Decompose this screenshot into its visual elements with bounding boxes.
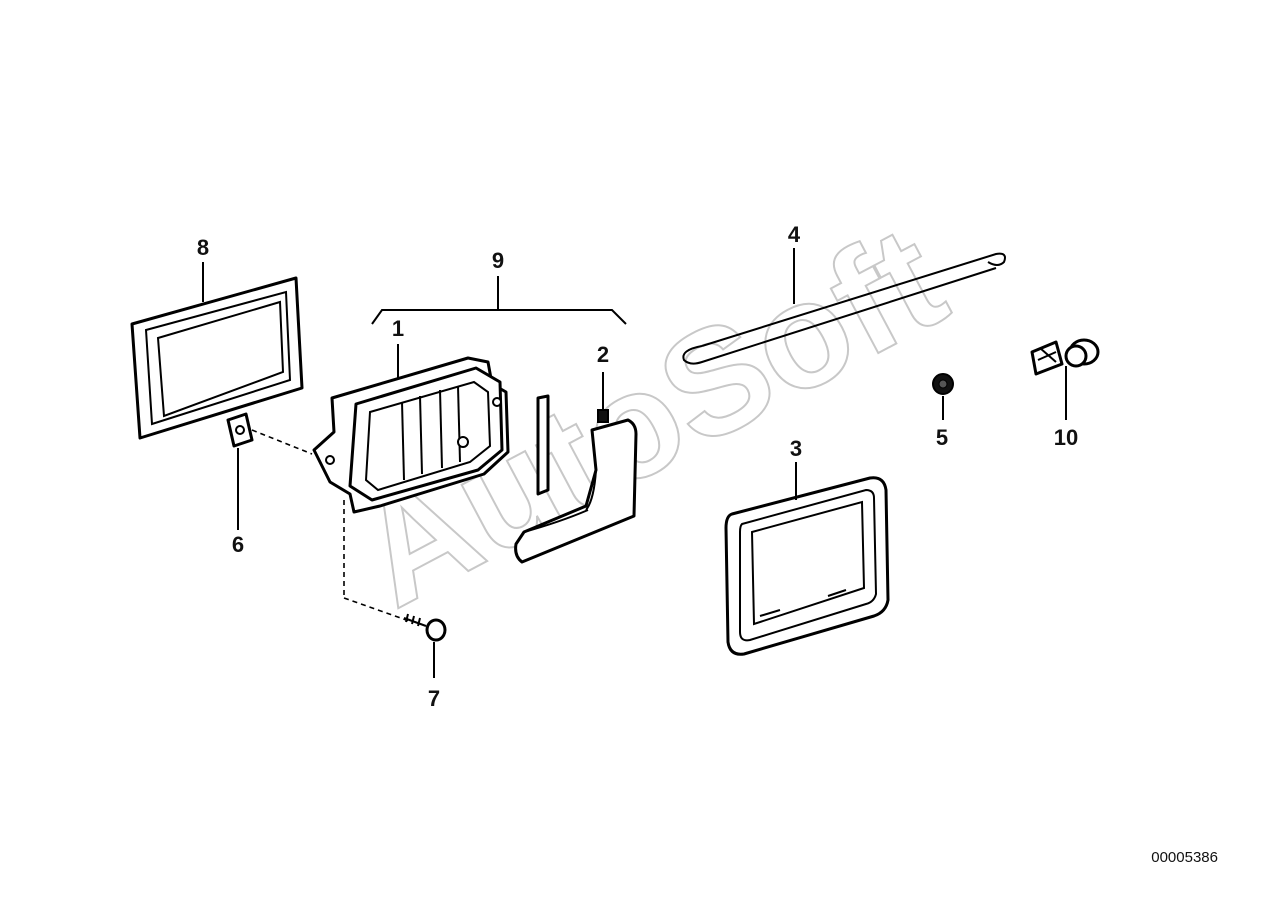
callout-9: 9 xyxy=(492,248,504,273)
part-8-frame xyxy=(130,262,304,440)
callout-10: 10 xyxy=(1054,425,1078,450)
callout-1: 1 xyxy=(392,316,404,341)
part-2-bracket xyxy=(514,372,638,564)
part-4-rod xyxy=(682,248,1006,365)
part-1-housing xyxy=(312,344,510,514)
part-5-grommet xyxy=(932,373,954,420)
callout-5: 5 xyxy=(936,425,948,450)
part-strip xyxy=(536,394,550,496)
callout-3: 3 xyxy=(790,436,802,461)
part-3-trim-frame xyxy=(724,462,890,656)
reference-number: 00005386 xyxy=(1151,849,1218,866)
group-9-bracket xyxy=(371,276,627,325)
callout-8: 8 xyxy=(197,235,209,260)
callout-7: 7 xyxy=(428,686,440,711)
callout-2: 2 xyxy=(597,342,609,367)
part-7-screw xyxy=(343,500,447,678)
callout-4: 4 xyxy=(788,222,801,247)
part-6-clip-nut xyxy=(226,412,313,530)
part-10-clip xyxy=(1030,338,1100,420)
callout-6: 6 xyxy=(232,532,244,557)
